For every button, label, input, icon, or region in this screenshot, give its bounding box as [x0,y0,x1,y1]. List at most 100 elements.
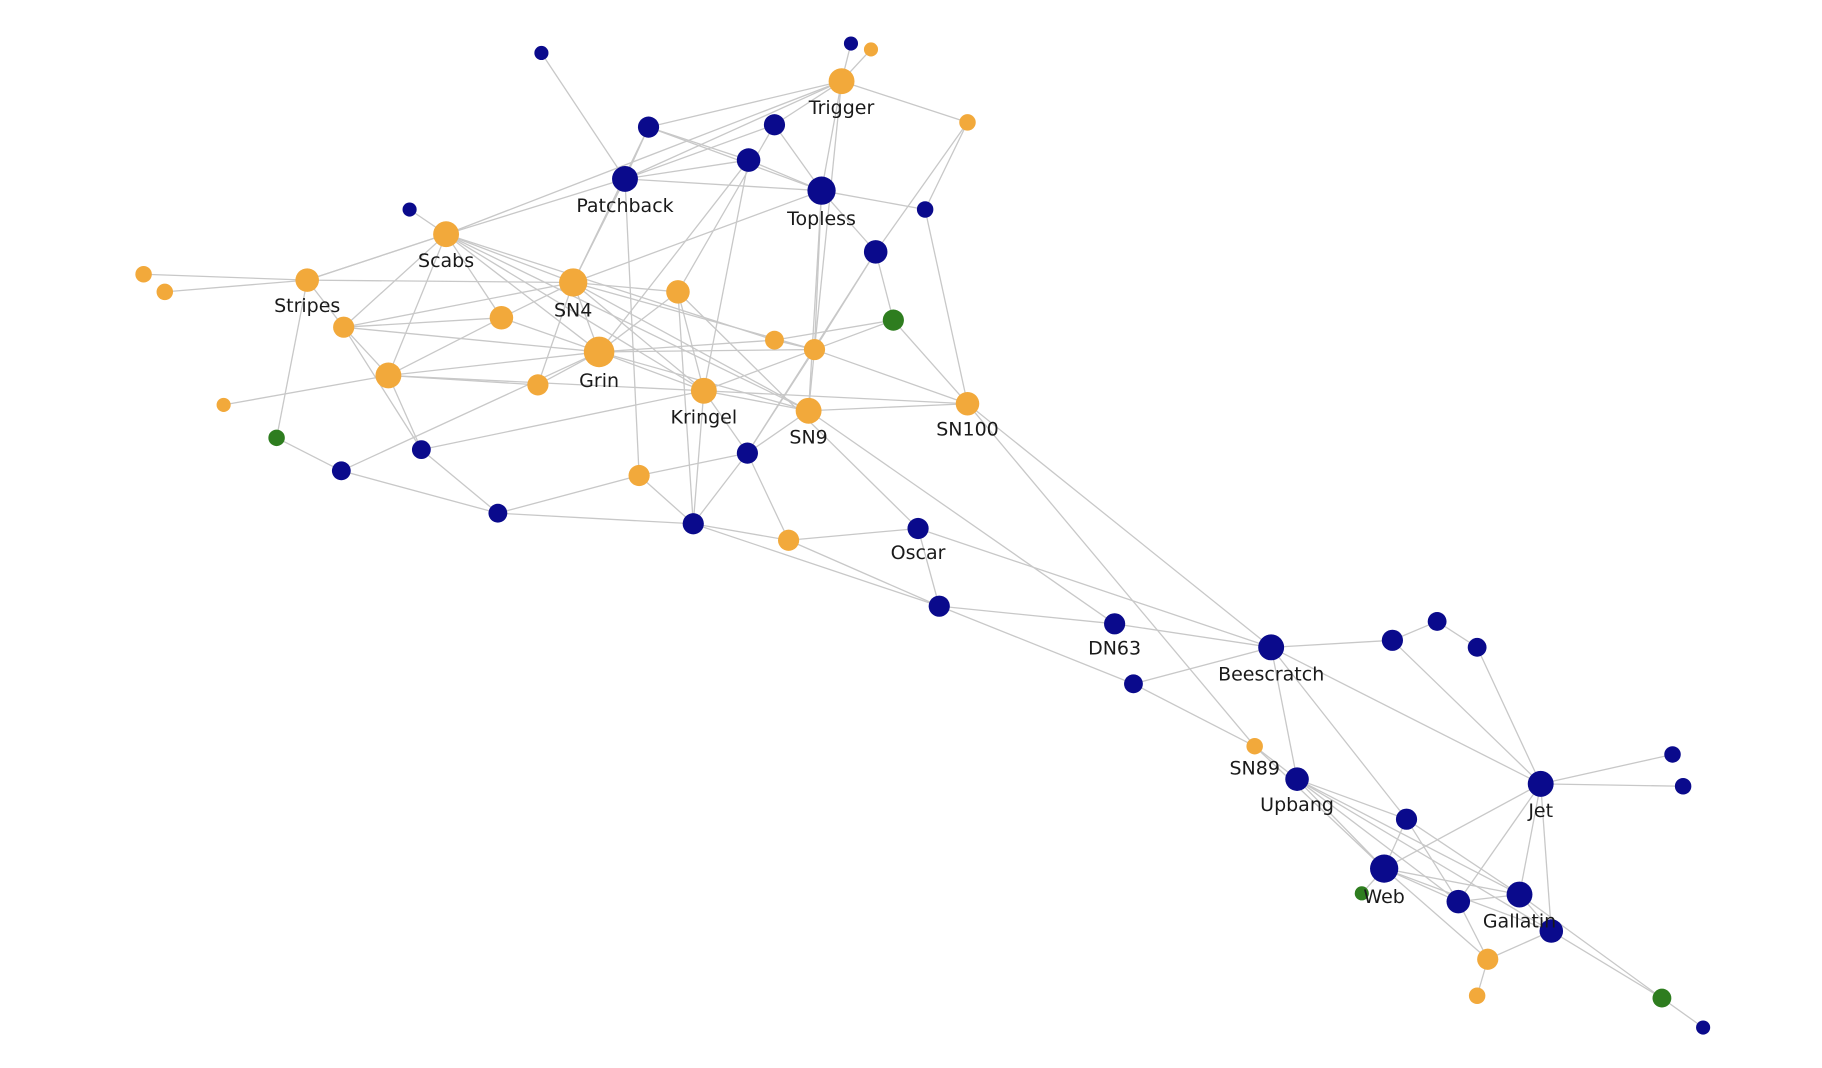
node[interactable] [863,240,888,264]
node-sn89[interactable] [1246,737,1263,755]
node[interactable] [333,316,355,338]
node[interactable] [1467,637,1487,657]
edge [841,80,968,124]
node[interactable] [863,42,879,57]
node-scabs[interactable] [433,221,460,248]
edge [624,178,822,192]
node[interactable] [489,306,514,330]
node[interactable] [637,116,660,138]
node[interactable] [331,461,351,481]
edge [746,349,816,454]
node-sn100[interactable] [955,391,980,416]
node-topless[interactable] [807,176,836,205]
node-label-trigger: Trigger [808,97,875,119]
edge [598,159,750,353]
node[interactable] [765,330,784,350]
edge [223,374,389,406]
node-oscar[interactable] [907,517,929,540]
node-dn63[interactable] [1104,613,1126,635]
edge [1270,646,1541,785]
node[interactable] [1446,889,1471,914]
edge [966,403,1256,747]
node[interactable] [1381,629,1403,651]
node[interactable] [803,338,826,361]
node[interactable] [1395,808,1418,830]
node[interactable] [928,595,950,617]
edge [746,452,790,541]
node-label-jet: Jet [1527,800,1553,822]
node[interactable] [216,397,231,412]
node-beescratch[interactable] [1258,634,1285,661]
node[interactable] [1354,886,1369,901]
node-label-web: Web [1363,886,1404,908]
node[interactable] [736,148,761,172]
node[interactable] [375,362,402,389]
node-sn4[interactable] [559,268,588,297]
node-grin[interactable] [583,336,615,368]
node[interactable] [1696,1020,1711,1035]
node[interactable] [843,36,859,51]
node-kringel[interactable] [690,377,717,404]
node-stripes[interactable] [295,268,319,292]
node[interactable] [1664,746,1681,763]
node[interactable] [1652,988,1672,1008]
node-patchback[interactable] [612,165,638,192]
node-upbang[interactable] [1285,767,1309,791]
node[interactable] [527,374,549,396]
edge [1457,783,1542,902]
edge [1518,783,1542,895]
node[interactable] [1477,948,1499,970]
node-label-sn89: SN89 [1229,757,1279,779]
edge [1540,783,1684,787]
node-label-upbang: Upbang [1260,794,1334,816]
edge [307,279,574,284]
edge [1383,783,1542,870]
edge [939,605,1134,685]
node[interactable] [268,429,285,447]
node[interactable] [488,503,508,523]
edge [624,124,775,180]
node[interactable] [411,440,431,460]
edge [276,437,342,472]
node-trigger[interactable] [828,68,855,95]
node[interactable] [777,529,800,551]
node[interactable] [882,309,904,331]
node[interactable] [1468,987,1486,1004]
node-jet[interactable] [1527,770,1554,797]
edge [537,282,574,386]
edge [1133,646,1272,685]
node[interactable] [959,114,976,131]
node[interactable] [534,45,549,61]
node-sn9[interactable] [795,397,822,424]
node[interactable] [1124,674,1143,694]
node[interactable] [628,464,650,487]
edge [343,326,600,353]
node[interactable] [736,442,758,464]
edge [814,319,894,351]
edge [1254,745,1385,870]
node[interactable] [1674,777,1692,795]
node-label-scabs: Scabs [418,250,474,272]
edge [1406,818,1520,896]
edge [917,528,940,607]
node-label-beescratch: Beescratch [1218,663,1324,685]
node[interactable] [156,283,174,301]
node-web[interactable] [1370,854,1399,883]
node[interactable] [763,114,786,136]
node[interactable] [1427,612,1447,631]
edge [1296,778,1520,896]
edge [967,403,1272,648]
node[interactable] [682,513,704,535]
node[interactable] [1539,919,1564,943]
node[interactable] [135,266,152,283]
node-gallatin[interactable] [1506,881,1533,908]
node-label-gallatin: Gallatin [1483,910,1556,932]
edge [445,178,626,235]
edge [924,209,969,404]
node[interactable] [402,202,417,217]
node[interactable] [916,201,934,218]
node[interactable] [666,280,690,304]
edge [501,317,600,353]
edge [1114,623,1272,648]
